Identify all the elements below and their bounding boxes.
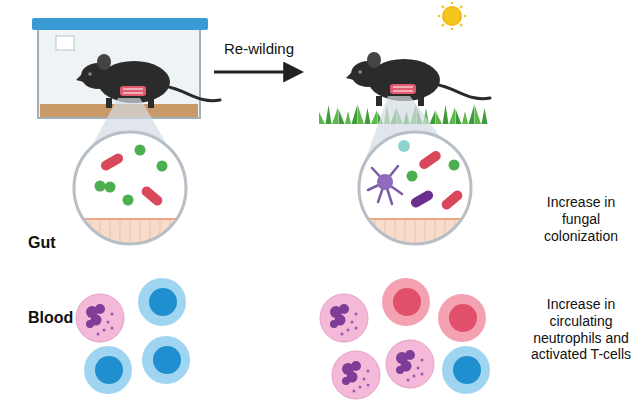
grass-blade — [345, 111, 351, 124]
epithelial-cell-border — [80, 220, 81, 248]
epithelial-cell-border — [435, 220, 436, 248]
epithelial-cell-border — [355, 220, 356, 248]
grass-blade — [358, 106, 364, 124]
row-heading: Gut — [28, 233, 88, 252]
row-heading: Blood — [28, 308, 98, 327]
epithelial-cell-border — [90, 220, 91, 248]
epithelial-cell-border — [110, 220, 111, 248]
epithelial-cell-border — [170, 220, 171, 248]
gut-inset-cage — [70, 132, 190, 248]
grass-blade — [443, 105, 449, 124]
grass-blade — [436, 112, 442, 124]
grass-blade — [469, 104, 475, 124]
caged-mouse — [76, 54, 220, 108]
grass-blade — [319, 112, 325, 124]
epithelial-cell-border — [465, 220, 466, 248]
grass-blade — [326, 105, 332, 124]
grass-blade — [339, 109, 345, 124]
grass-blade — [371, 110, 377, 124]
grass-blade — [430, 110, 436, 124]
grass-blade — [352, 104, 358, 124]
grass-blade — [462, 111, 468, 124]
epithelial-cell-border — [375, 220, 376, 248]
grass-blade — [449, 107, 455, 124]
rewilding-arrow — [214, 71, 300, 74]
annotation: Increase in fungal colonization — [528, 194, 634, 244]
gut-inset-wild — [355, 132, 475, 248]
fungus — [368, 166, 402, 204]
wild-mouse — [346, 52, 490, 106]
grass-blade — [332, 107, 338, 124]
arrow-label: Re-wilding — [214, 40, 304, 58]
grass-blade — [456, 109, 462, 124]
epithelial-cell-border — [70, 220, 71, 248]
epithelial-cell-border — [395, 220, 396, 248]
annotation: Increase in circulating neutrophils and … — [526, 296, 636, 363]
sun — [438, 2, 466, 30]
blood-cells-wild — [320, 278, 490, 399]
grass-blade — [482, 108, 488, 124]
epithelial-cell-border — [150, 220, 151, 248]
epithelial-cell-border — [365, 220, 366, 248]
epithelial-cell-border — [180, 220, 181, 248]
grass-blade — [475, 106, 481, 124]
blood-cells-cage — [76, 278, 190, 394]
grass-blade — [365, 108, 371, 124]
epithelial-cell-border — [455, 220, 456, 248]
